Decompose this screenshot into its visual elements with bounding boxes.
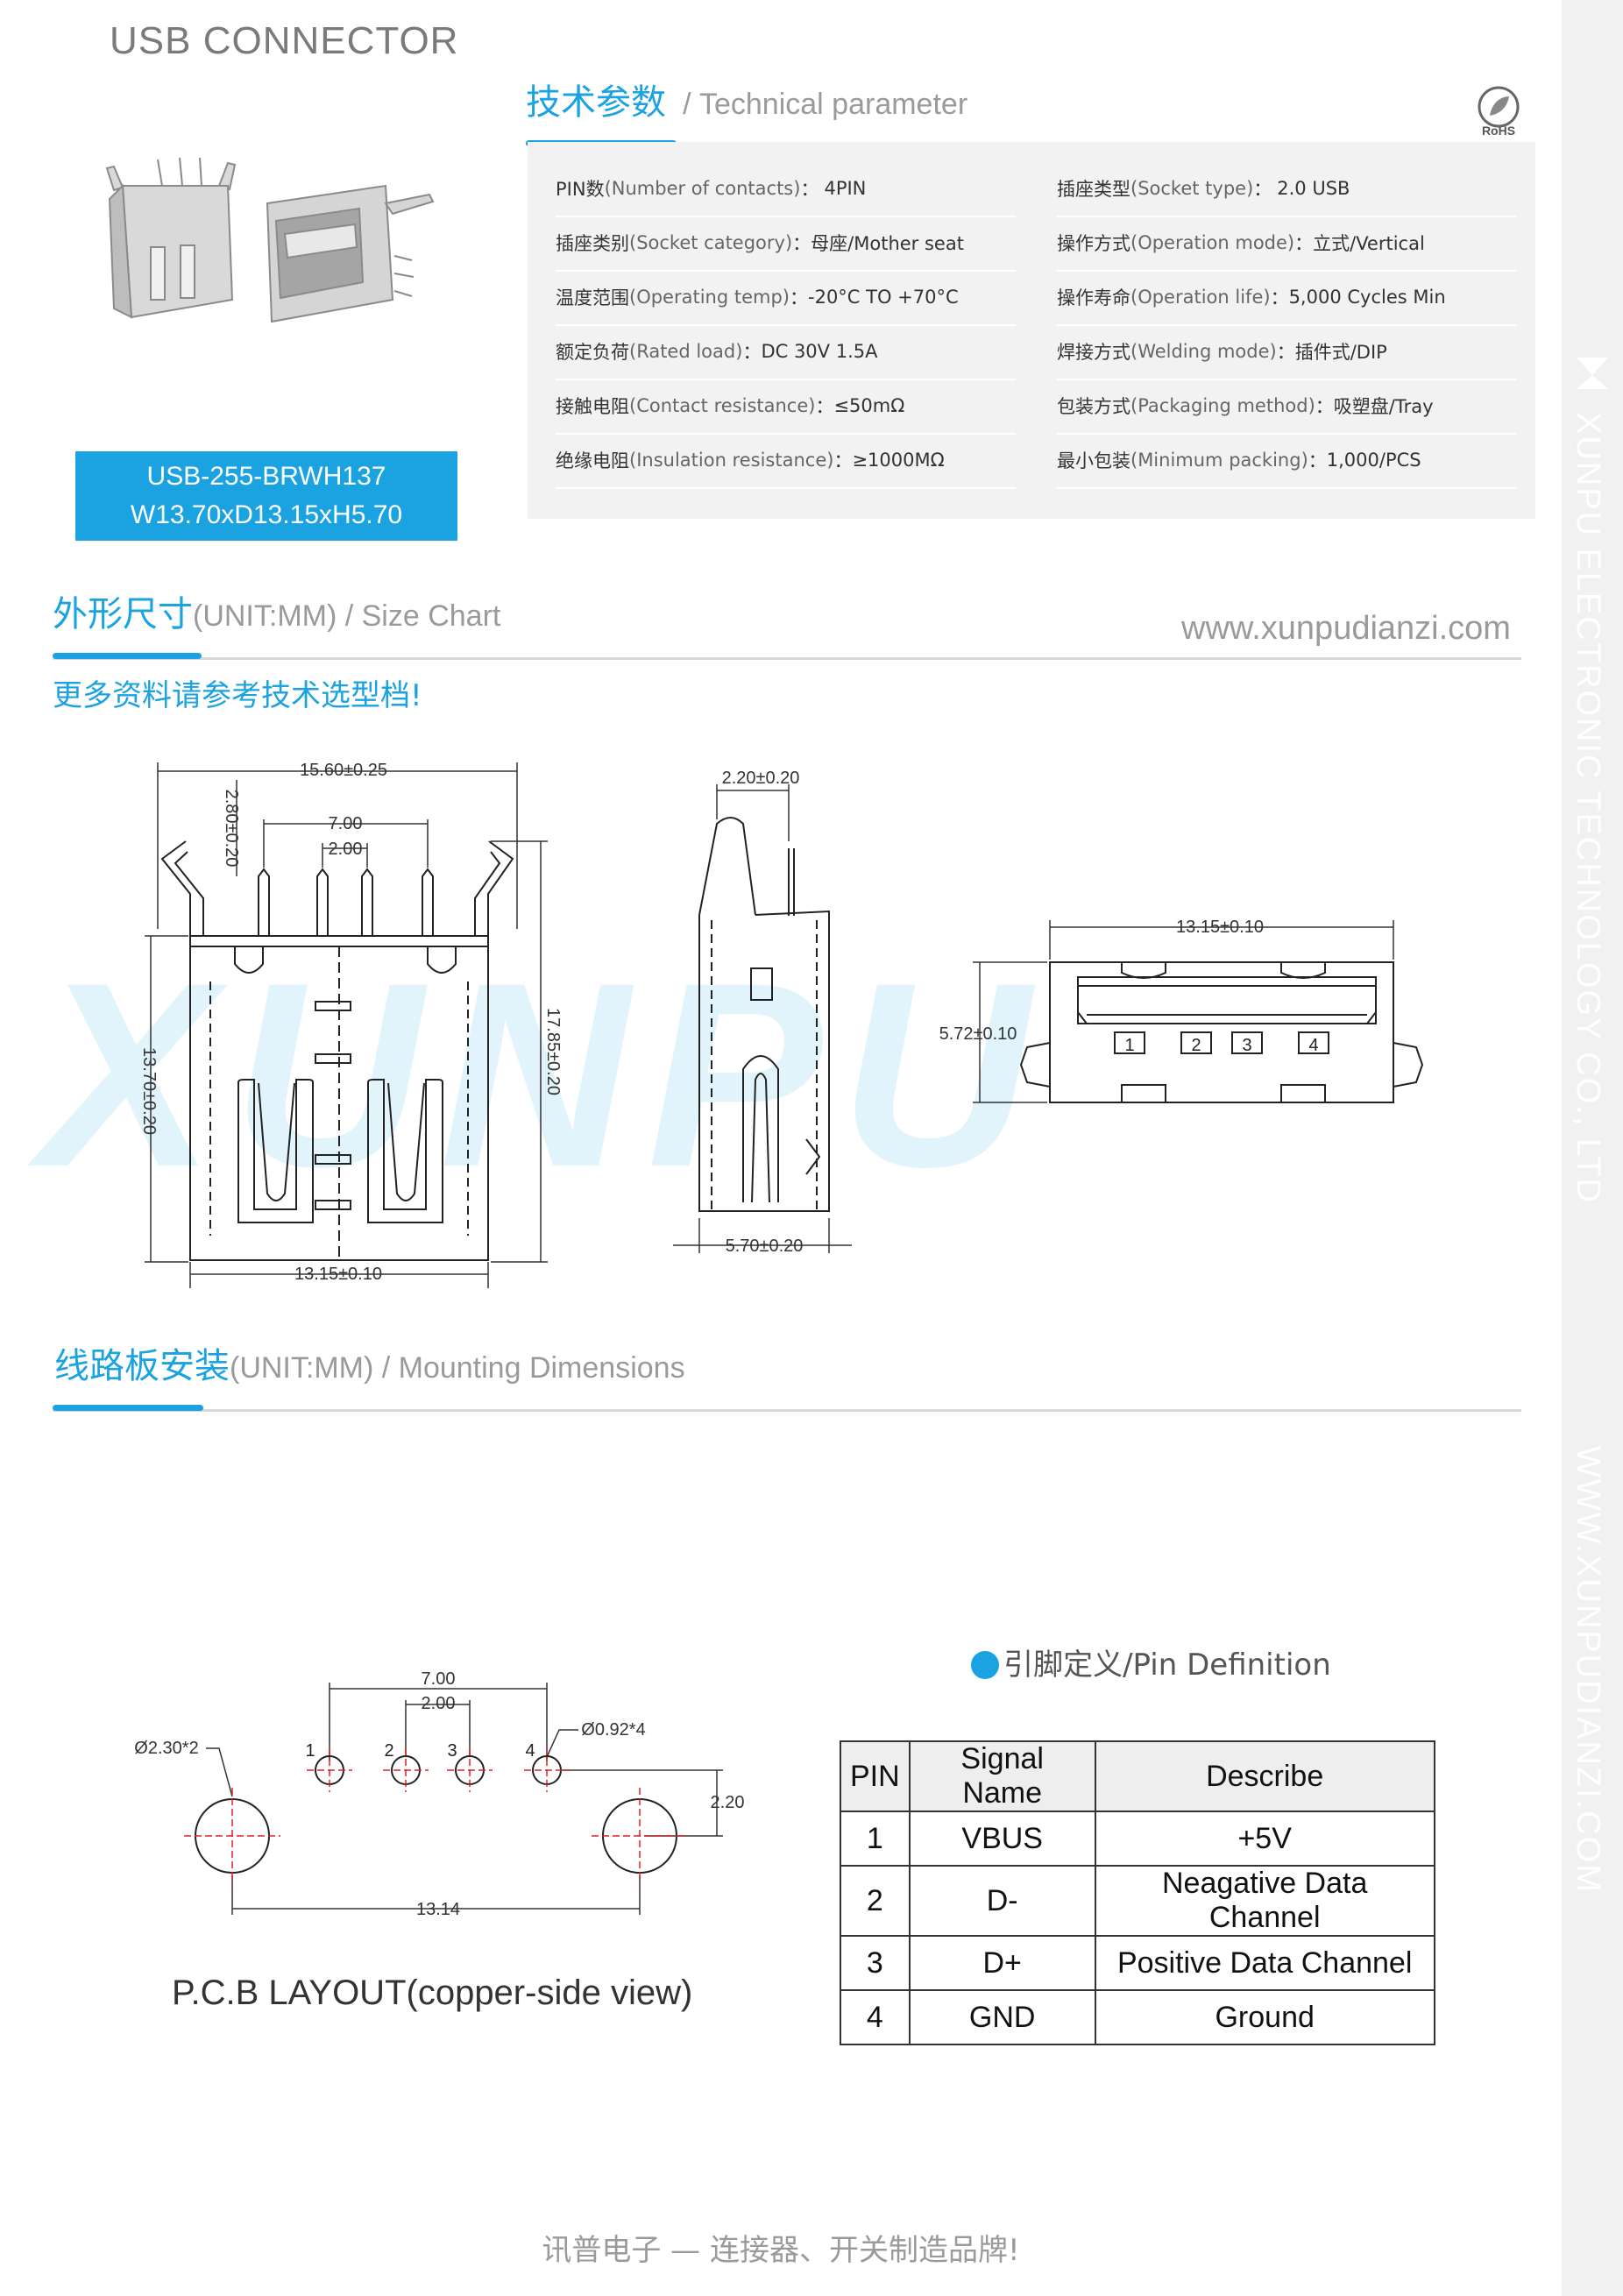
pcb-pin-1: 1: [305, 1741, 315, 1761]
end-pin-1: 1: [1124, 1036, 1134, 1055]
table-header-row: PIN Signal Name Describe: [840, 1740, 1435, 1812]
dim-pin-span: 7.00: [329, 814, 363, 833]
page-title: USB CONNECTOR: [110, 19, 459, 62]
model-badge: USB-255-BRWH137 W13.70xD13.15xH5.70: [75, 451, 457, 541]
spec-item: 最小包装(Minimum packing)：1,000/PCS: [1057, 433, 1516, 489]
front-view-dimensions: [145, 762, 548, 1288]
side-view-dimensions: [673, 784, 852, 1253]
bullet-icon: [971, 1651, 999, 1679]
pcb-holes: [195, 1755, 677, 1874]
connector-right-image: [266, 184, 435, 323]
pcb-dimensions: [206, 1683, 723, 1915]
header-describe: Describe: [1094, 1740, 1435, 1812]
dim-width: 15.60±0.25: [300, 761, 387, 780]
end-view: [1019, 961, 1424, 1103]
end-pin-4: 4: [1308, 1036, 1318, 1055]
pcb-caption: P.C.B LAYOUT(copper-side view): [172, 1974, 693, 2012]
mounting-title-en: (UNIT:MM) / Mounting Dimensions: [230, 1351, 685, 1385]
end-view-dimensions: [973, 920, 1394, 1103]
size-chart-heading: 外形尺寸(UNIT:MM) / Size Chart: [53, 585, 500, 636]
pcb-width: 13.14: [416, 1900, 460, 1919]
side-url-text: WWW.XUNPUDIANZI.COM: [1570, 1446, 1606, 1894]
pcb-pin-4: 4: [525, 1741, 535, 1761]
tech-heading: 技术参数 / Technical parameter: [526, 74, 967, 124]
table-row: 3 D+ Positive Data Channel: [840, 1935, 1435, 1991]
tech-title-en: / Technical parameter: [683, 88, 968, 121]
dim-side-depth: 5.70±0.20: [726, 1237, 804, 1256]
spec-item: 包装方式(Packaging method)：吸塑盘/Tray: [1057, 379, 1516, 435]
side-view: [698, 817, 830, 1212]
website-text: www.xunpudianzi.com: [1181, 610, 1511, 647]
pcb-offset: 2.20: [711, 1793, 745, 1812]
table-row: 4 GND Ground: [840, 1989, 1435, 2045]
dim-pin-pitch: 2.00: [329, 840, 363, 859]
spec-box: PIN数(Number of contacts) ：4PIN 插座类型(Sock…: [528, 142, 1535, 519]
spec-item: 插座类别(Socket category)：母座/Mother seat: [556, 216, 1016, 272]
side-company-text: XUNPU ELECTRONIC TECHNOLOGY CO., LTD: [1570, 412, 1606, 1204]
pcb-pin-3: 3: [447, 1741, 457, 1761]
rohs-logo: RoHS: [1472, 84, 1525, 138]
size-chart-drawing: XUNPU: [27, 761, 1424, 1288]
size-chart-rule-accent: [53, 653, 202, 659]
spec-item: 焊接方式(Welding mode)：插件式/DIP: [1057, 324, 1516, 380]
pin-definition-heading: 引脚定义/Pin Definition: [971, 1641, 1331, 1683]
dim-total-height: 17.85±0.20: [543, 1008, 563, 1095]
end-pin-2: 2: [1191, 1036, 1201, 1055]
dim-front-width: 13.15±0.10: [1176, 918, 1264, 937]
footer-slogan: 讯普电子 — 连接器、开关制造品牌!: [542, 2233, 1020, 2268]
spec-item: 接触电阻(Contact resistance)：≤50mΩ: [556, 379, 1016, 435]
dim-lead: 2.80±0.20: [222, 790, 241, 868]
rohs-text: RoHS: [1482, 124, 1515, 137]
mounting-heading: 线路板安装(UNIT:MM) / Mounting Dimensions: [54, 1337, 685, 1388]
mounting-rule: [53, 1409, 1521, 1412]
table-row: 2 D- Neagative Data Channel: [840, 1865, 1435, 1937]
size-chart-note: 更多资料请参考技术选型档!: [53, 678, 422, 713]
spec-item: 插座类型(Socket type) ：2.0 USB: [1057, 161, 1516, 217]
dim-body-width: 13.15±0.10: [294, 1265, 382, 1284]
watermark-text: XUNPU: [27, 927, 1047, 1222]
model-dimensions: W13.70xD13.15xH5.70: [130, 500, 403, 529]
spec-item: 绝缘电阻(Insulation resistance)：≥1000MΩ: [556, 433, 1016, 489]
product-photo: [96, 151, 447, 344]
dim-front-height: 5.72±0.10: [939, 1024, 1017, 1044]
pcb-span: 7.00: [422, 1669, 456, 1689]
dim-body-height: 13.70±0.20: [139, 1047, 159, 1135]
pcb-pin-2: 2: [384, 1741, 393, 1761]
pcb-pitch: 2.00: [422, 1694, 456, 1713]
table-row: 1 VBUS +5V: [840, 1811, 1435, 1867]
pin-definition-title: 引脚定义/Pin Definition: [1003, 1648, 1331, 1683]
size-chart-title-cn: 外形尺寸: [53, 594, 193, 634]
dim-side-top: 2.20±0.20: [722, 769, 800, 788]
pcb-big-hole: Ø2.30*2: [134, 1739, 198, 1758]
mounting-rule-accent: [53, 1405, 203, 1411]
spec-item: 额定负荷(Rated load)：DC 30V 1.5A: [556, 324, 1016, 380]
pcb-center-lines: [184, 1748, 688, 1884]
tech-title-cn: 技术参数: [526, 82, 666, 123]
model-number: USB-255-BRWH137: [146, 462, 386, 491]
side-logo-icon: [1571, 352, 1613, 394]
pin-table: PIN Signal Name Describe 1 VBUS +5V 2 D-…: [840, 1740, 1435, 2045]
size-chart-title-en: (UNIT:MM) / Size Chart: [193, 599, 501, 633]
header-signal: Signal Name: [908, 1740, 1096, 1812]
spec-item: 操作方式(Operation mode)：立式/Vertical: [1057, 216, 1516, 272]
spec-item: 温度范围(Operating temp)：-20°C TO +70°C: [556, 270, 1016, 326]
header-pin: PIN: [840, 1740, 911, 1812]
connector-left-image: [105, 157, 237, 319]
pcb-layout-drawing: 7.00 2.00 Ø2.30*2 Ø0.92*4 2.20 13.14 1 2…: [134, 1669, 745, 1919]
pcb-small-hole: Ø0.92*4: [581, 1720, 645, 1740]
size-chart-rule: [53, 657, 1521, 660]
front-view: [160, 840, 514, 1261]
spec-item: 操作寿命(Operation life)：5,000 Cycles Min: [1057, 270, 1516, 326]
mounting-title-cn: 线路板安装: [54, 1346, 230, 1386]
spec-item: PIN数(Number of contacts) ：4PIN: [556, 161, 1016, 217]
end-pin-3: 3: [1242, 1036, 1251, 1055]
